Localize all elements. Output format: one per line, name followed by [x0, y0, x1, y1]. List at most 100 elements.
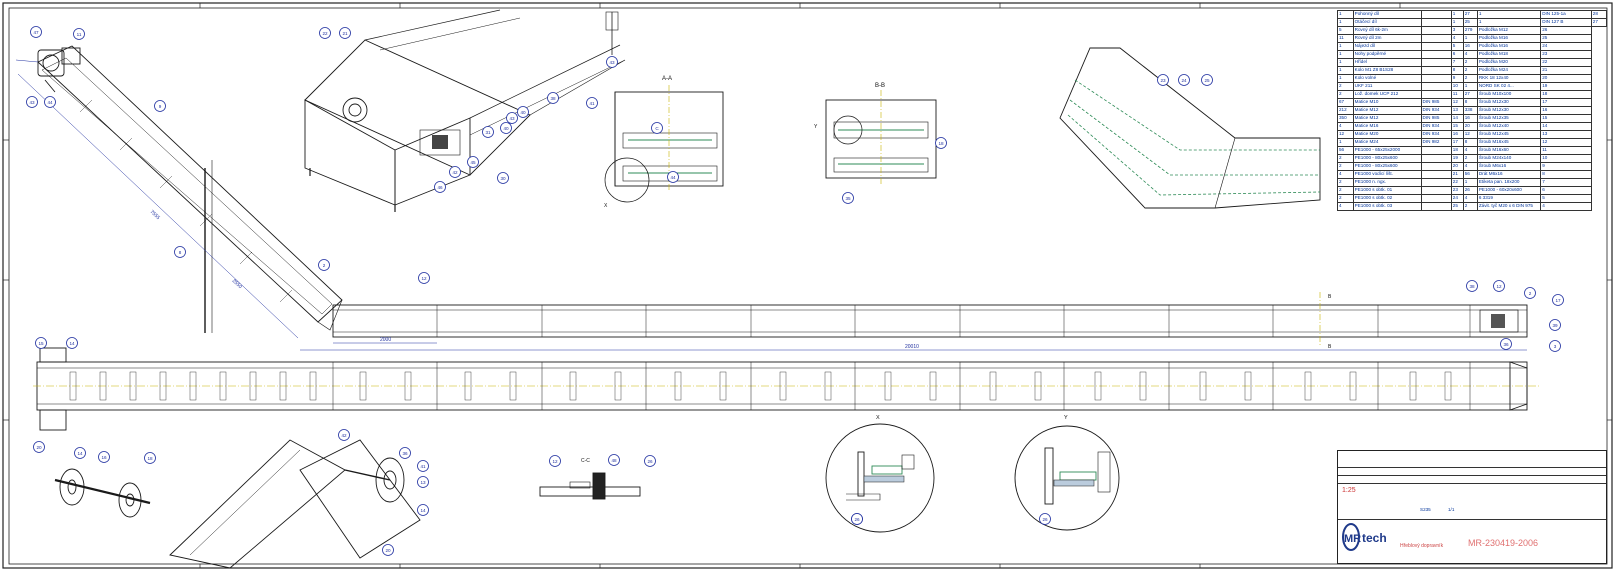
bom-cell: Šroub M16x60: [1476, 146, 1542, 155]
section-aa-label: A-A: [662, 76, 672, 82]
bom-cell: Šroub M12x30: [1476, 106, 1542, 115]
balloon-circle: [1157, 74, 1169, 86]
tb-rule: [1338, 475, 1606, 476]
balloon-circle: [74, 447, 86, 459]
bom-cell: 19: [1540, 82, 1592, 91]
balloon-label: 48: [611, 458, 617, 463]
bom-cell: Etiketa pan. 18x200: [1476, 178, 1542, 187]
balloon-label: 30: [500, 176, 506, 181]
bom-cell: Šroub M12x30: [1476, 98, 1542, 107]
bom-cell: [1420, 10, 1452, 19]
balloon-circle: [935, 137, 947, 149]
bom-cell: 1: [1337, 138, 1354, 147]
bom-cell: 1: [1462, 178, 1478, 187]
scale-label: 1:25: [1342, 487, 1356, 494]
bom-cell: 1: [1462, 82, 1478, 91]
bom-cell: Podložka M12: [1476, 26, 1542, 35]
bom-cell: Hřídel: [1352, 58, 1422, 67]
bom-cell: 2: [1462, 202, 1478, 211]
bom-cell: Šroub M10x100: [1476, 90, 1542, 99]
bom-cell: 17: [1540, 98, 1592, 107]
bom-cell: 1: [1337, 66, 1354, 75]
bom-cell: 8: [1462, 138, 1478, 147]
bom-cell: Kolo M1 Z8 B1S28: [1352, 66, 1422, 75]
balloon-circle: [517, 106, 529, 118]
balloon-label: 40: [503, 126, 509, 131]
bom-cell: 17: [1450, 138, 1464, 147]
bom-cell: PE1000 - 60x20x600: [1476, 186, 1542, 195]
balloon-label: 43: [509, 116, 515, 121]
balloon-label: 46: [437, 185, 443, 190]
balloon-circle: [547, 92, 559, 104]
balloon-label: 3: [1554, 344, 1557, 349]
bom-cell: 67: [1337, 98, 1354, 107]
bom-cell: Šroub M16x45: [1476, 138, 1542, 147]
balloon-circle: [1549, 319, 1561, 331]
balloon-circle: [851, 513, 863, 525]
company-logo: MR tech: [1342, 523, 1387, 551]
inner-border: [8, 7, 1608, 565]
bom-cell: DIN 934: [1420, 106, 1452, 115]
balloon-label: 38: [1469, 284, 1475, 289]
material-label: S235: [1420, 507, 1431, 512]
bom-cell: 1: [1337, 74, 1354, 83]
side-dimensions: [300, 342, 1527, 351]
inclined-conveyor-view: [37, 45, 343, 333]
bom-cell: NORD SK 02 4...: [1476, 82, 1542, 91]
balloon-label: 23: [1160, 78, 1166, 83]
balloon-circle: [497, 172, 509, 184]
bom-cell: 11: [1337, 34, 1354, 43]
balloon-label: 9: [159, 104, 162, 109]
balloon-label: 39: [1552, 323, 1558, 328]
bom-cell: 4: [1450, 34, 1464, 43]
balloon-label: 41: [420, 464, 426, 469]
drawing-title: Hřeblový dopravník: [1400, 543, 1444, 549]
bom-cell: [1420, 146, 1452, 155]
bom-cell: 27: [1590, 18, 1608, 27]
bom-cell: [1420, 90, 1452, 99]
balloon-label: 24: [1181, 78, 1187, 83]
balloon-label: 8: [179, 250, 182, 255]
balloon-circle: [417, 504, 429, 516]
section-aa-view: [604, 85, 724, 203]
bom-cell: [1420, 58, 1452, 67]
iso-transition-view: [1059, 47, 1321, 209]
balloon-circle: [339, 27, 351, 39]
bom-cell: 1: [1337, 50, 1354, 59]
bom-cell: 21: [1450, 170, 1464, 179]
balloon-circle: [1552, 294, 1564, 306]
balloon-label: 40: [520, 110, 526, 115]
bom-cell: 16: [1450, 130, 1464, 139]
bom-cell: 2: [1462, 74, 1478, 83]
section-mark-b-top: B: [1328, 294, 1332, 300]
balloon-circle: [606, 56, 618, 68]
bom-cell: 5: [1540, 194, 1592, 203]
balloon-label: 47: [33, 30, 39, 35]
bom-cell: 24: [1540, 42, 1592, 51]
bom-cell: Matice M20: [1352, 130, 1422, 139]
balloon-label: 13: [420, 480, 426, 485]
bom-cell: Matice M10: [1352, 98, 1422, 107]
bom-cell: 7: [1540, 178, 1592, 187]
bom-cell: 2: [1462, 58, 1478, 67]
bom-cell: [1420, 42, 1452, 51]
balloon-circle: [1549, 340, 1561, 352]
bom-cell: 2: [1337, 178, 1354, 187]
bom-cell: 26: [1462, 186, 1478, 195]
balloon-label: 41: [589, 101, 595, 106]
bom-cell: 1: [1450, 10, 1464, 19]
bom-cell: 13: [1540, 130, 1592, 139]
balloon-label: 42: [452, 170, 458, 175]
balloon-circle: [644, 455, 656, 467]
balloon-label: 45: [470, 160, 476, 165]
bom-cell: 4: [1337, 122, 1354, 131]
